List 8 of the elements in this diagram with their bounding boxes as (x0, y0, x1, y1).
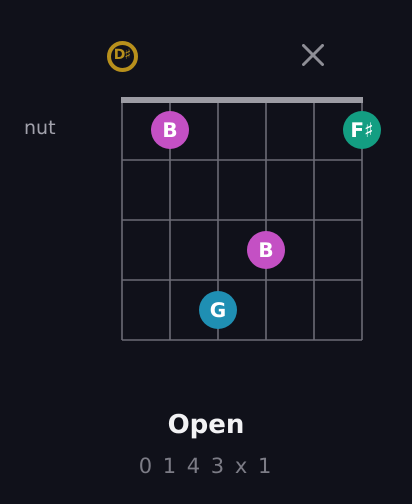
chord-name: Open (168, 410, 244, 440)
note-dot: B (247, 231, 285, 269)
nut-label: nut (24, 117, 56, 139)
open-string-ring: D♯ (106, 40, 138, 72)
note-dot: G (199, 291, 237, 329)
note-dot: F♯ (343, 111, 381, 149)
fingering-text: 0 1 4 3 x 1 (138, 454, 274, 478)
note-dot: B (151, 111, 189, 149)
